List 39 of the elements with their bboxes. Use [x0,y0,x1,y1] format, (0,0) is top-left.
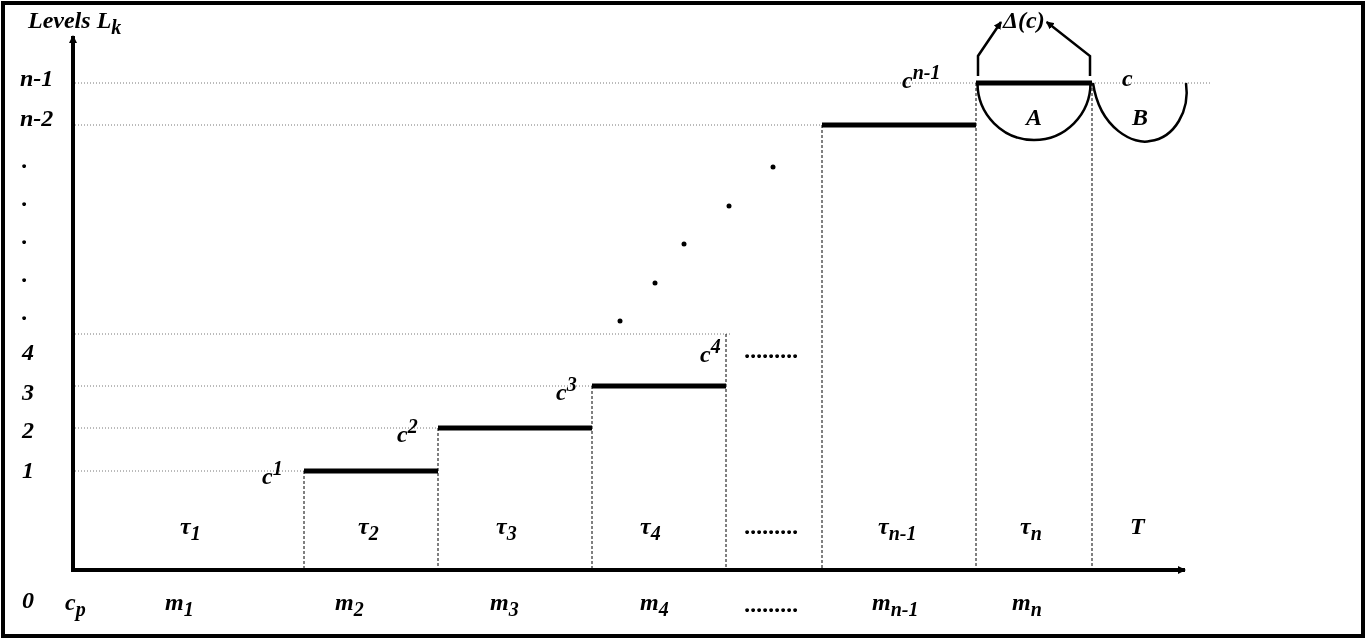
tick-label: 3 [22,380,34,404]
period-label: m$_{1}$ [165,590,194,619]
ellipsis-label: ......... [745,592,799,616]
step-label: c$^{1}$ [262,458,283,488]
semicircle-region: A [976,83,1092,143]
delta-label: Δ(c) [1003,8,1045,32]
interval-label: τ$_{3}$ [496,514,517,543]
step-label: c$^{3}$ [556,374,577,404]
step-label: c$^{4}$ [700,336,721,366]
interval-label: τ$_{n-1}$ [878,514,917,543]
tick-label: 2 [22,418,34,442]
tick-label: . [22,262,28,286]
interval-label: T [1130,514,1145,538]
tick-label: 1 [22,458,34,482]
period-label: m$_{2}$ [335,590,364,619]
axis-title: Levels L$_{k}$ [28,8,122,37]
tick-label: n-2 [20,106,54,130]
arrow [976,21,1003,76]
interval-label: τ$_{1}$ [180,514,201,543]
tick-label: . [22,300,28,324]
period-label: m$_{3}$ [490,590,519,619]
interval-label: τ$_{2}$ [358,514,379,543]
tick-label: . [22,224,28,248]
step-label: c$^{2}$ [397,416,418,446]
ellipsis-label: ......... [745,514,799,538]
tick-label: . [22,186,28,210]
period-label: m$_{n-1}$ [872,590,919,619]
origin-label: c$_{p}$ [65,590,86,619]
tick-label: . [22,148,28,172]
interval-label: τ$_{4}$ [640,514,661,543]
ellipsis-label: ......... [745,338,799,362]
interval-label: τ$_{n}$ [1020,514,1042,543]
tick-label: 4 [22,340,34,364]
period-label: m$_{n}$ [1012,590,1042,619]
period-label: m$_{4}$ [640,590,669,619]
tick-label: n-1 [20,66,54,90]
arrow [1045,21,1092,76]
tick-label: 0 [22,588,34,612]
step-label: c$^{n-1}$ [902,62,941,92]
